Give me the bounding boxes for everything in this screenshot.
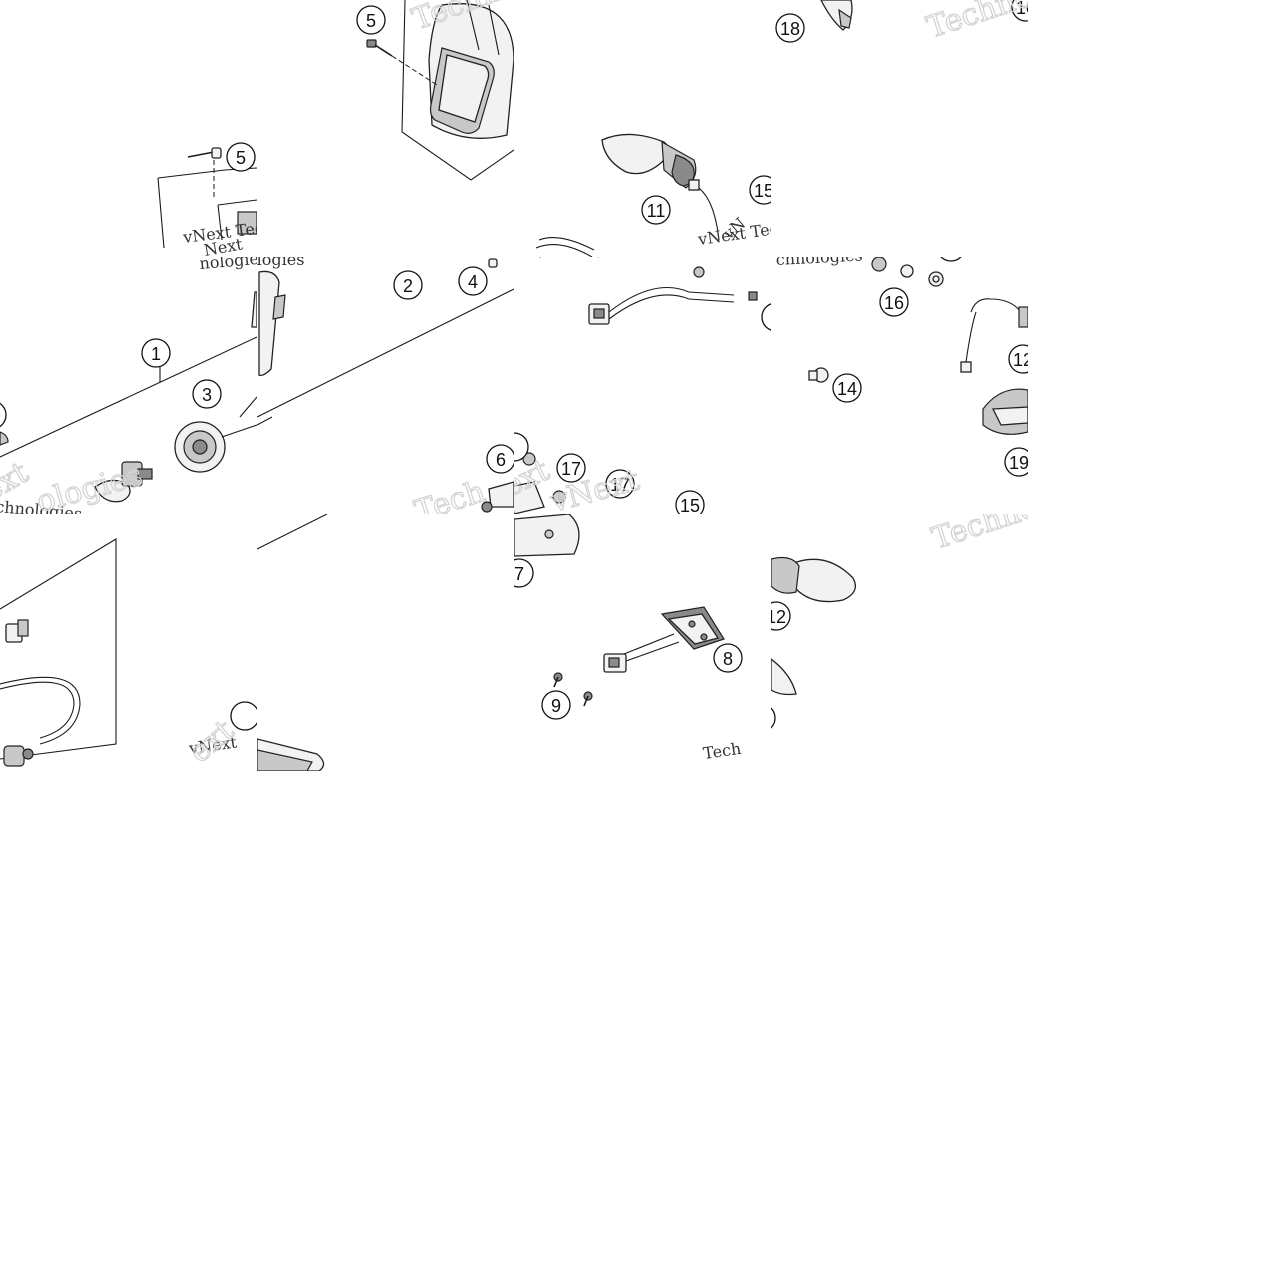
headlight-lens xyxy=(428,0,514,139)
svg-text:5: 5 xyxy=(236,148,246,168)
callout-1: 1 xyxy=(141,338,171,368)
diagram-tile-r1c3: 16 14 19 12 chnologies xyxy=(771,257,1028,514)
callout-12b: 12 xyxy=(771,601,791,631)
diagram-tile-r0c2: 11 15 vNext Tec vN xyxy=(514,0,771,257)
callout-5b: 5 xyxy=(356,5,386,35)
svg-text:19: 19 xyxy=(1009,453,1028,473)
svg-text:12: 12 xyxy=(771,607,786,627)
bolt-part xyxy=(187,147,222,159)
svg-text:9: 9 xyxy=(551,696,561,716)
callout-18: 18 xyxy=(775,13,805,43)
callout-4: 4 xyxy=(458,266,488,296)
watermark-text: ologies xyxy=(33,458,146,514)
svg-text:12: 12 xyxy=(1013,350,1028,370)
nut-washer-set xyxy=(871,257,944,287)
light-connector xyxy=(603,653,627,673)
callout-14: 14 xyxy=(832,373,862,403)
callout-10b: 10 xyxy=(771,707,776,729)
svg-text:4: 4 xyxy=(468,272,478,292)
diagram-tile-r0c1: 5 Techno xyxy=(257,0,514,257)
bulb-part xyxy=(808,367,829,383)
callout-9: 9 xyxy=(541,690,571,720)
svg-text:15: 15 xyxy=(680,496,700,514)
rear-signal-lens xyxy=(982,388,1028,435)
wiring-connector xyxy=(588,303,610,325)
diagram-tile-r1c2: 17 17 15 ext vNext xyxy=(514,257,771,514)
nut-part xyxy=(693,266,758,301)
rear-signal-lens xyxy=(771,556,857,603)
callout-5a: 5 xyxy=(226,142,256,172)
svg-text:1: 1 xyxy=(151,344,161,364)
svg-text:15: 15 xyxy=(754,181,771,201)
callout-19: 19 xyxy=(1004,447,1028,477)
callout-3: 3 xyxy=(192,379,222,409)
svg-text:2: 2 xyxy=(403,276,413,296)
rear-signal-lens xyxy=(820,0,853,31)
watermark-text: Techno xyxy=(928,514,1028,557)
lower-bracket xyxy=(257,738,325,771)
watermark-text: Tech xyxy=(411,474,490,514)
callout-17b: 17 xyxy=(605,469,635,499)
callout-15a: 15 xyxy=(749,175,771,205)
svg-text:17: 17 xyxy=(561,459,581,479)
diagram-tile-r1c1: 2 4 6 Tech ologies xyxy=(257,257,514,514)
svg-text:5: 5 xyxy=(366,11,376,31)
watermark-text: Techno xyxy=(923,0,1028,46)
svg-text:8: 8 xyxy=(723,649,733,669)
svg-text:3: 3 xyxy=(202,385,212,405)
svg-text:11: 11 xyxy=(647,201,666,221)
screw-part xyxy=(553,672,593,707)
callout-6: 6 xyxy=(486,444,514,474)
svg-text:14: 14 xyxy=(837,379,857,399)
callout-11: 11 xyxy=(641,195,671,225)
watermark-text: nologies xyxy=(199,257,257,273)
watermark-text: Tech xyxy=(702,739,742,763)
turn-signal-lens xyxy=(601,133,697,189)
callout-12a: 12 xyxy=(1008,344,1028,374)
diagram-tile-r0c3: 18 10 Techno xyxy=(771,0,1028,257)
svg-text:6: 6 xyxy=(496,450,506,470)
connector-part xyxy=(5,619,29,643)
callout-7: 7 xyxy=(514,558,534,588)
headlight-bulb xyxy=(94,461,153,503)
callout-17a: 17 xyxy=(556,453,586,483)
callout-15b: 15 xyxy=(675,490,705,514)
diagram-tile-r2c1 xyxy=(257,514,514,771)
watermark-text: ologies xyxy=(257,257,304,269)
svg-text:17: 17 xyxy=(610,475,630,495)
watermark-text: chnologies xyxy=(775,257,863,269)
diagram-tile-r2c0: vNext ext xyxy=(0,514,257,771)
svg-text:16: 16 xyxy=(884,293,904,313)
watermark-text: Next xyxy=(202,234,244,257)
svg-text:18: 18 xyxy=(780,19,800,39)
diagram-tile-r0c0: 5 vNext Tec Next xyxy=(0,0,257,257)
callout-8: 8 xyxy=(713,643,743,673)
callout-16: 16 xyxy=(879,287,909,317)
svg-text:10: 10 xyxy=(1016,0,1028,18)
diagram-tile-r1c0: 1 3 chnologies nologies ext ologies xyxy=(0,257,257,514)
washer-part xyxy=(522,452,566,504)
callout-2: 2 xyxy=(393,270,423,300)
callout-10a: 10 xyxy=(1011,0,1028,22)
svg-text:7: 7 xyxy=(514,564,524,584)
bulb-holder xyxy=(3,745,34,767)
screw-part xyxy=(366,39,393,57)
diagram-tile-r2c2: 7 8 9 Tech xyxy=(514,514,771,771)
bulb-socket xyxy=(174,421,257,473)
diagram-tile-r2c3: 12 10 Techno xyxy=(771,514,1028,771)
license-plate-light xyxy=(660,606,725,650)
